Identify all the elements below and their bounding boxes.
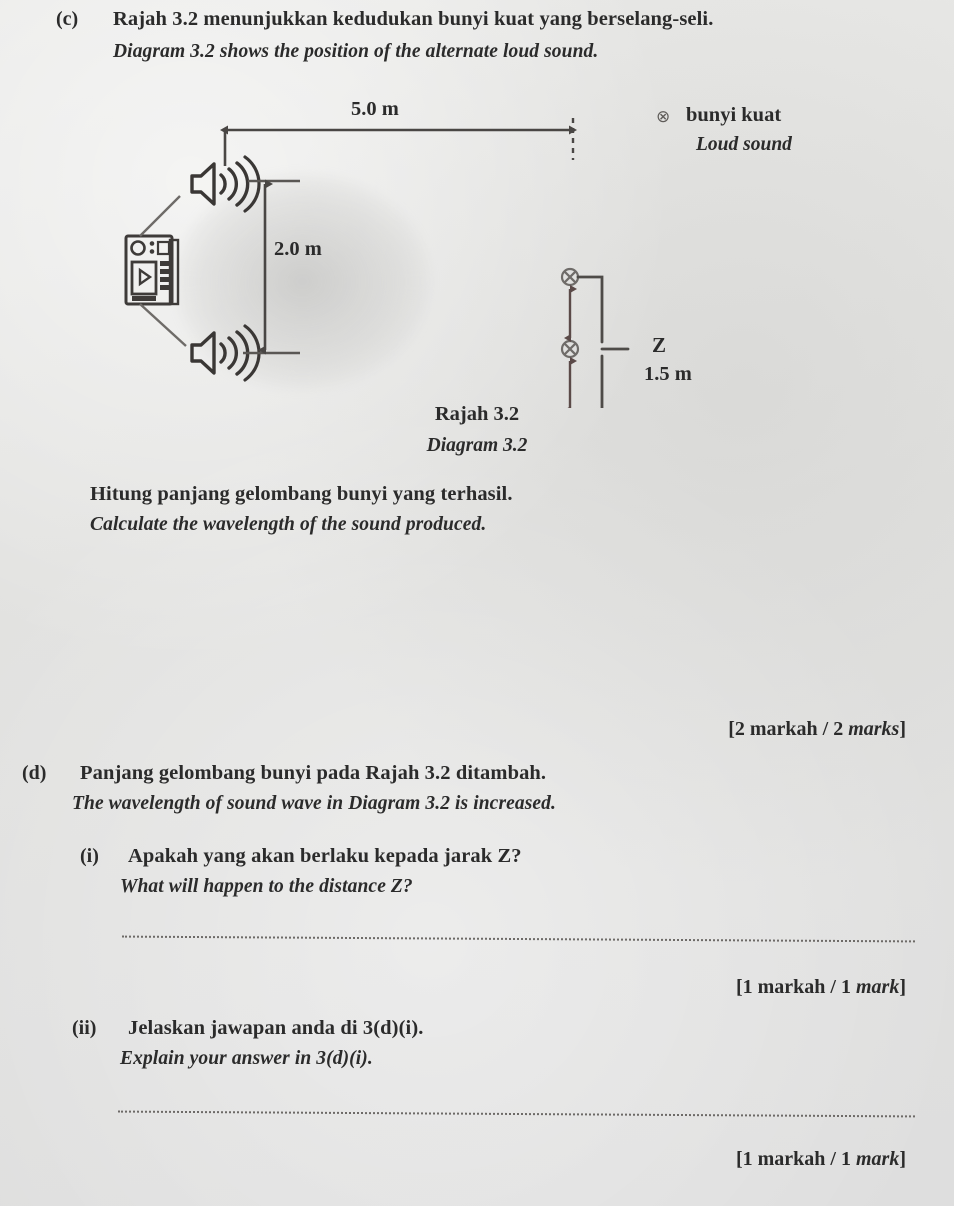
question-d-ii-label: (ii)	[72, 1017, 97, 1039]
audio-player-device	[124, 234, 180, 306]
loud-sound-marker-column	[560, 267, 580, 408]
question-d-en: The wavelength of sound wave in Diagram …	[72, 793, 557, 814]
question-c-task-en: Calculate the wavelength of the sound pr…	[90, 514, 487, 535]
question-d-i-label: (i)	[80, 845, 99, 867]
question-d-i-bm: Apakah yang akan berlaku kepada jarak Z?	[128, 845, 522, 867]
loud-sound-marker-1	[560, 267, 580, 287]
label-z: Z	[652, 333, 667, 357]
label-1-5-m: 1.5 m	[644, 363, 692, 385]
marks-question-d-ii: [1 markah / 1 mark]	[300, 1148, 906, 1171]
marks-c-post: ]	[899, 718, 906, 740]
question-d-i-bm-line: Apakah yang akan berlaku kepada jarak Z?	[128, 845, 918, 868]
question-c-en-line: Diagram 3.2 shows the position of the al…	[113, 41, 913, 63]
marks-question-d-i: [1 markah / 1 mark]	[300, 976, 906, 999]
question-d-label: (d)	[22, 762, 47, 784]
legend-loud-sound-icon: ⊗	[656, 107, 671, 126]
bracket-z	[576, 275, 630, 408]
question-d-ii-bm-line: Jelaskan jawapan anda di 3(d)(i).	[128, 1017, 918, 1040]
marks-d-ii-post: ]	[899, 1148, 906, 1170]
question-d-ii-en: Explain your answer in 3(d)(i).	[120, 1048, 373, 1069]
marks-d-i-em: mark	[855, 976, 900, 998]
marks-d-i-pre: [1 markah / 1	[735, 976, 856, 998]
legend-loud-sound-en: Loud sound	[696, 134, 792, 155]
question-d-i-label-text: (i)	[80, 845, 99, 868]
question-c-task-bm-line: Hitung panjang gelombang bunyi yang terh…	[90, 483, 890, 506]
diagram-svg	[124, 118, 630, 408]
question-d-bm: Panjang gelombang bunyi pada Rajah 3.2 d…	[80, 762, 547, 784]
legend-loud-sound-bm: bunyi kuat	[686, 104, 782, 126]
marks-d-i-post: ]	[899, 976, 906, 998]
question-d-ii-en-line: Explain your answer in 3(d)(i).	[120, 1048, 910, 1070]
question-d-bm-line: Panjang gelombang bunyi pada Rajah 3.2 d…	[80, 762, 920, 785]
question-c-task-en-line: Calculate the wavelength of the sound pr…	[90, 514, 890, 536]
question-d-en-line: The wavelength of sound wave in Diagram …	[72, 793, 922, 815]
marks-question-c: [2 markah / 2 marks]	[300, 718, 906, 741]
loud-sound-marker-2	[560, 339, 580, 359]
marks-c-pre: [2 markah / 2	[728, 718, 849, 740]
cable-top	[139, 195, 181, 237]
question-d-label-text: (d)	[22, 762, 46, 785]
dimension-horizontal-5m	[220, 118, 577, 166]
question-c-label: (c)	[56, 8, 79, 30]
marks-d-ii-em: mark	[855, 1148, 900, 1170]
question-c-en: Diagram 3.2 shows the position of the al…	[113, 41, 599, 62]
question-d-i-en: What will happen to the distance Z?	[120, 876, 413, 897]
diagram-3-2-figure: 5.0 m 2.0 m Z 1.5 m ⊗ bunyi kuat Loud so…	[0, 88, 954, 408]
answer-line-d-i[interactable]	[122, 935, 915, 943]
question-d-ii-bm: Jelaskan jawapan anda di 3(d)(i).	[128, 1017, 424, 1039]
diagram-caption-bm: Rajah 3.2	[434, 403, 520, 425]
label-2-0-m: 2.0 m	[274, 238, 322, 260]
diagram-caption-en: Diagram 3.2	[426, 435, 528, 456]
question-c-task-bm: Hitung panjang gelombang bunyi yang terh…	[90, 483, 513, 505]
marks-c-em: marks	[848, 718, 900, 740]
cable-bottom	[139, 303, 187, 347]
question-c-label-text: (c)	[56, 8, 78, 31]
question-d-ii-label-text: (ii)	[72, 1017, 96, 1040]
label-5-0-m: 5.0 m	[351, 98, 399, 120]
question-d-i-en-line: What will happen to the distance Z?	[120, 876, 910, 898]
answer-line-d-ii[interactable]	[118, 1110, 915, 1118]
question-c-bm: Rajah 3.2 menunjukkan kedudukan bunyi ku…	[113, 8, 714, 30]
marks-d-ii-pre: [1 markah / 1	[735, 1148, 856, 1170]
question-c-bm-line: Rajah 3.2 menunjukkan kedudukan bunyi ku…	[113, 8, 913, 31]
